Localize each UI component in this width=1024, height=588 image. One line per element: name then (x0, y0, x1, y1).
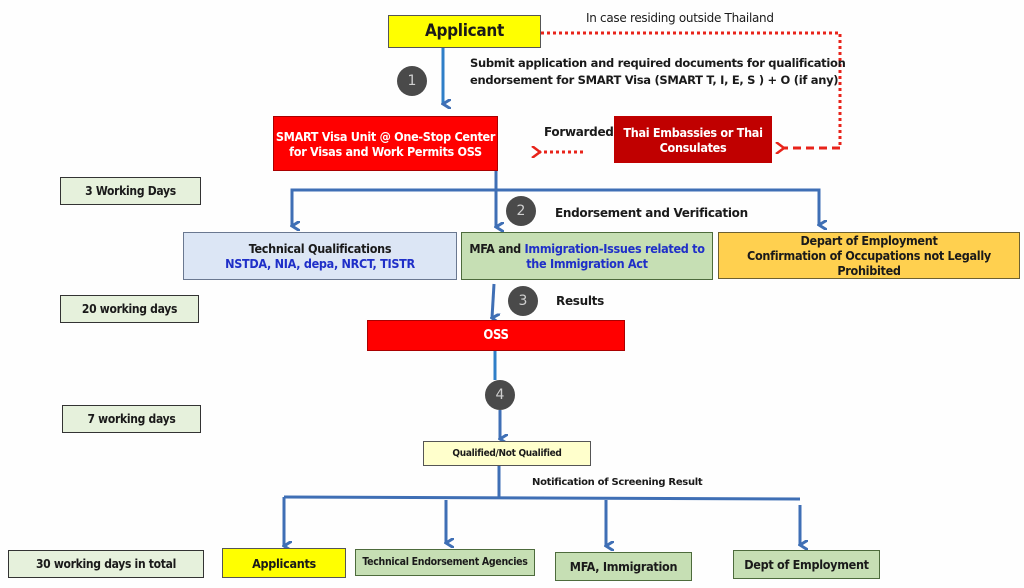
forwarded-label: Forwarded (544, 125, 614, 139)
oss-label: OSS (483, 327, 509, 343)
qualified-label: Qualified/Not Qualified (452, 447, 562, 459)
notification-label: Notification of Screening Result (532, 477, 703, 488)
applicant-label: Applicant (424, 21, 505, 42)
smart-unit-line-2: for Visas and Work Permits OSS (289, 143, 482, 159)
technical-qualifications-box: Technical Qualifications NSTDA, NIA, dep… (183, 232, 457, 280)
department-of-employment-box: Depart of Employment Confirmation of Occ… (718, 232, 1020, 279)
step-3-badge: 3 (508, 286, 538, 316)
recipient-label: Technical Endorsement Agencies (362, 556, 528, 569)
step-4-badge: 4 (485, 380, 515, 410)
recipient-mfa-immigration: MFA, Immigration (555, 552, 692, 581)
endorsement-verification-label: Endorsement and Verification (555, 206, 748, 220)
oss-box: OSS (367, 320, 625, 351)
mfa-highlight-2: the Immigration Act (526, 256, 648, 271)
employment-title: Depart of Employment (800, 233, 938, 248)
embassies-line-2: Consulates (659, 139, 727, 155)
smart-unit-line-1: SMART Visa Unit @ One-Stop Center (275, 128, 496, 144)
recipient-technical-agencies: Technical Endorsement Agencies (355, 549, 535, 576)
technical-title: Technical Qualifications (248, 241, 392, 256)
submit-note-line-1: Submit application and required document… (470, 56, 846, 70)
qualified-result-box: Qualified/Not Qualified (423, 441, 591, 466)
arrow-to-oss (492, 283, 494, 318)
embassies-line-1: Thai Embassies or Thai (623, 124, 763, 140)
mfa-prefix: MFA and (469, 241, 525, 256)
outside-thailand-note: In case residing outside Thailand (586, 11, 774, 25)
employment-subtitle: Confirmation of Occupations not Legally … (747, 248, 991, 278)
timeline-20-days: 20 working days (60, 295, 199, 323)
applicant-box: Applicant (388, 15, 541, 48)
timeline-label: 7 working days (87, 411, 176, 426)
timeline-3-days: 3 Working Days (60, 177, 201, 205)
recipient-applicants: Applicants (222, 548, 346, 578)
timeline-label: 20 working days (81, 301, 178, 316)
branch-horizontal-2 (283, 495, 801, 501)
recipient-label: Applicants (252, 555, 316, 571)
submit-note-line-2: endorsement for SMART Visa (SMART T, I, … (470, 73, 839, 87)
step-1-badge: 1 (397, 66, 427, 96)
timeline-label: 3 Working Days (85, 183, 176, 198)
recipient-label: Dept of Employment (744, 557, 869, 572)
step-2-badge: 2 (506, 196, 536, 226)
recipient-dept-employment: Dept of Employment (733, 550, 880, 579)
mfa-highlight-1: Immigration-Issues related to (524, 241, 705, 256)
smart-visa-unit-box: SMART Visa Unit @ One-Stop Center for Vi… (273, 116, 498, 171)
recipient-label: MFA, Immigration (569, 559, 678, 574)
timeline-7-days: 7 working days (62, 405, 201, 433)
technical-agencies: NSTDA, NIA, depa, NRCT, TISTR (225, 256, 415, 271)
timeline-label: 30 working days in total (35, 556, 177, 571)
timeline-30-days-total: 30 working days in total (8, 550, 204, 578)
results-label: Results (556, 294, 604, 308)
mfa-immigration-box: MFA and Immigration-Issues related to th… (461, 232, 713, 280)
thai-embassies-box: Thai Embassies or Thai Consulates (614, 116, 772, 163)
